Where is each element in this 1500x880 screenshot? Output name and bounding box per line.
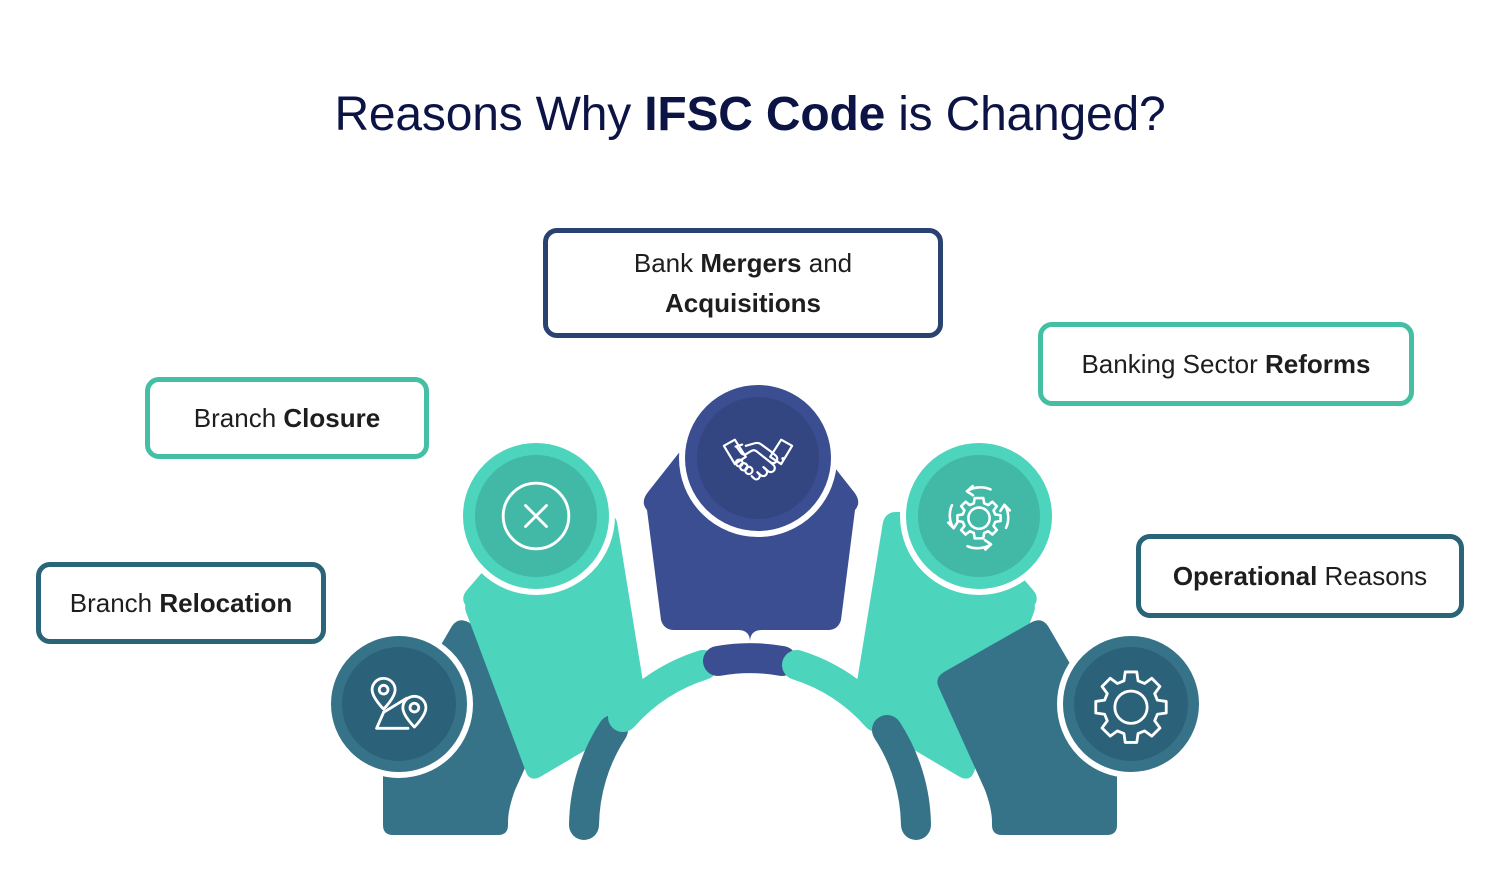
gear-cycle-arrows-icon (946, 484, 1012, 551)
inner-arc-segment-operational-reasons[interactable] (872, 715, 931, 840)
inner-arc-segment-bank-mergers[interactable] (703, 643, 797, 676)
location-pins-relocation-icon (370, 676, 428, 730)
callout-branch-closure[interactable]: Branch Closure (145, 377, 429, 459)
callout-branch-relocation-text: Branch Relocation (70, 584, 293, 622)
callout-text-emphasis-2: Acquisitions (664, 288, 821, 318)
callout-text-emphasis: Relocation (159, 588, 293, 618)
page-title-emphasis: IFSC Code (644, 88, 886, 142)
inner-arc-segment-branch-closure[interactable] (608, 650, 718, 732)
close-x-icon (501, 481, 571, 551)
page-title: Reasons Why IFSC Code is Changed? (0, 84, 1500, 146)
icon-badge-inner (696, 396, 820, 520)
icon-badge-inner (917, 454, 1041, 578)
fan-inner-arc (569, 643, 931, 840)
callout-branch-relocation[interactable]: Branch Relocation (36, 562, 326, 644)
icon-badge-inner (1073, 646, 1189, 762)
handshake-icon (722, 438, 794, 481)
gear-icon (1094, 670, 1168, 744)
callout-text-suffix: Reasons (1317, 561, 1428, 591)
callout-text-emphasis: Operational (1172, 561, 1318, 591)
icon-badge-banking-reforms[interactable] (900, 437, 1058, 595)
callout-text-suffix: and (801, 248, 853, 278)
callout-bank-mergers-text: Bank Mergers and Acquisitions (566, 243, 920, 323)
icon-badge-inner (474, 454, 598, 578)
callout-bank-mergers[interactable]: Bank Mergers and Acquisitions (543, 228, 943, 338)
callout-text-prefix: Banking Sector (1081, 349, 1266, 379)
callout-banking-reforms[interactable]: Banking Sector Reforms (1038, 322, 1414, 406)
callout-branch-closure-text: Branch Closure (194, 399, 380, 437)
callout-operational-reasons-text: Operational Reasons (1173, 557, 1427, 595)
icon-badge-bank-mergers[interactable] (679, 379, 837, 537)
callout-text-emphasis: Mergers (700, 248, 802, 278)
callout-text-emphasis: Closure (283, 403, 381, 433)
icon-badge-operational-reasons[interactable] (1057, 630, 1205, 778)
callout-text-prefix: Branch (69, 588, 160, 618)
icon-badge-inner (341, 646, 457, 762)
callout-banking-reforms-text: Banking Sector Reforms (1081, 345, 1370, 383)
icon-badge-branch-relocation[interactable] (325, 630, 473, 778)
callout-operational-reasons[interactable]: Operational Reasons (1136, 534, 1464, 618)
callout-text-prefix: Bank (633, 248, 701, 278)
callout-text-emphasis: Reforms (1265, 349, 1371, 379)
inner-arc-segment-banking-reforms[interactable] (782, 650, 892, 732)
page-title-prefix: Reasons Why (334, 88, 645, 142)
callout-text-prefix: Branch (193, 403, 284, 433)
icon-badge-branch-closure[interactable] (457, 437, 615, 595)
page-title-suffix: is Changed? (885, 88, 1166, 142)
inner-arc-segment-branch-relocation[interactable] (569, 715, 628, 840)
